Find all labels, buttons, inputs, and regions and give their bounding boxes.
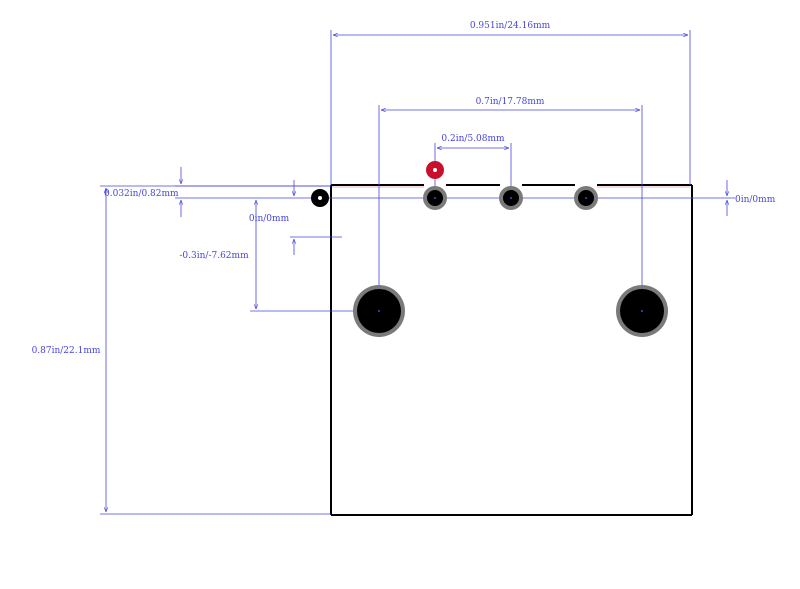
- dim-overall-width: 0.951in/24.16mm: [470, 21, 551, 31]
- dim-origin-right: 0in/0mm: [735, 195, 776, 205]
- dim-origin-y: 0in/0mm: [249, 214, 290, 224]
- dim-overall-height: 0.87in/22.1mm: [32, 346, 101, 356]
- dim-pin-pitch: 0.2in/5.08mm: [441, 134, 505, 144]
- component-outline: [330, 184, 693, 516]
- dim-pad-offset: 0.032in/0.82mm: [104, 189, 179, 199]
- pin1-marker: [426, 161, 444, 179]
- origin-marker: [311, 189, 329, 207]
- dimension-lines: [100, 30, 735, 515]
- pad-centers: [378, 197, 643, 312]
- pads: [353, 186, 668, 337]
- dim-mount-offset: -0.3in/-7.62mm: [179, 251, 249, 261]
- dim-mount-spacing: 0.7in/17.78mm: [476, 97, 545, 107]
